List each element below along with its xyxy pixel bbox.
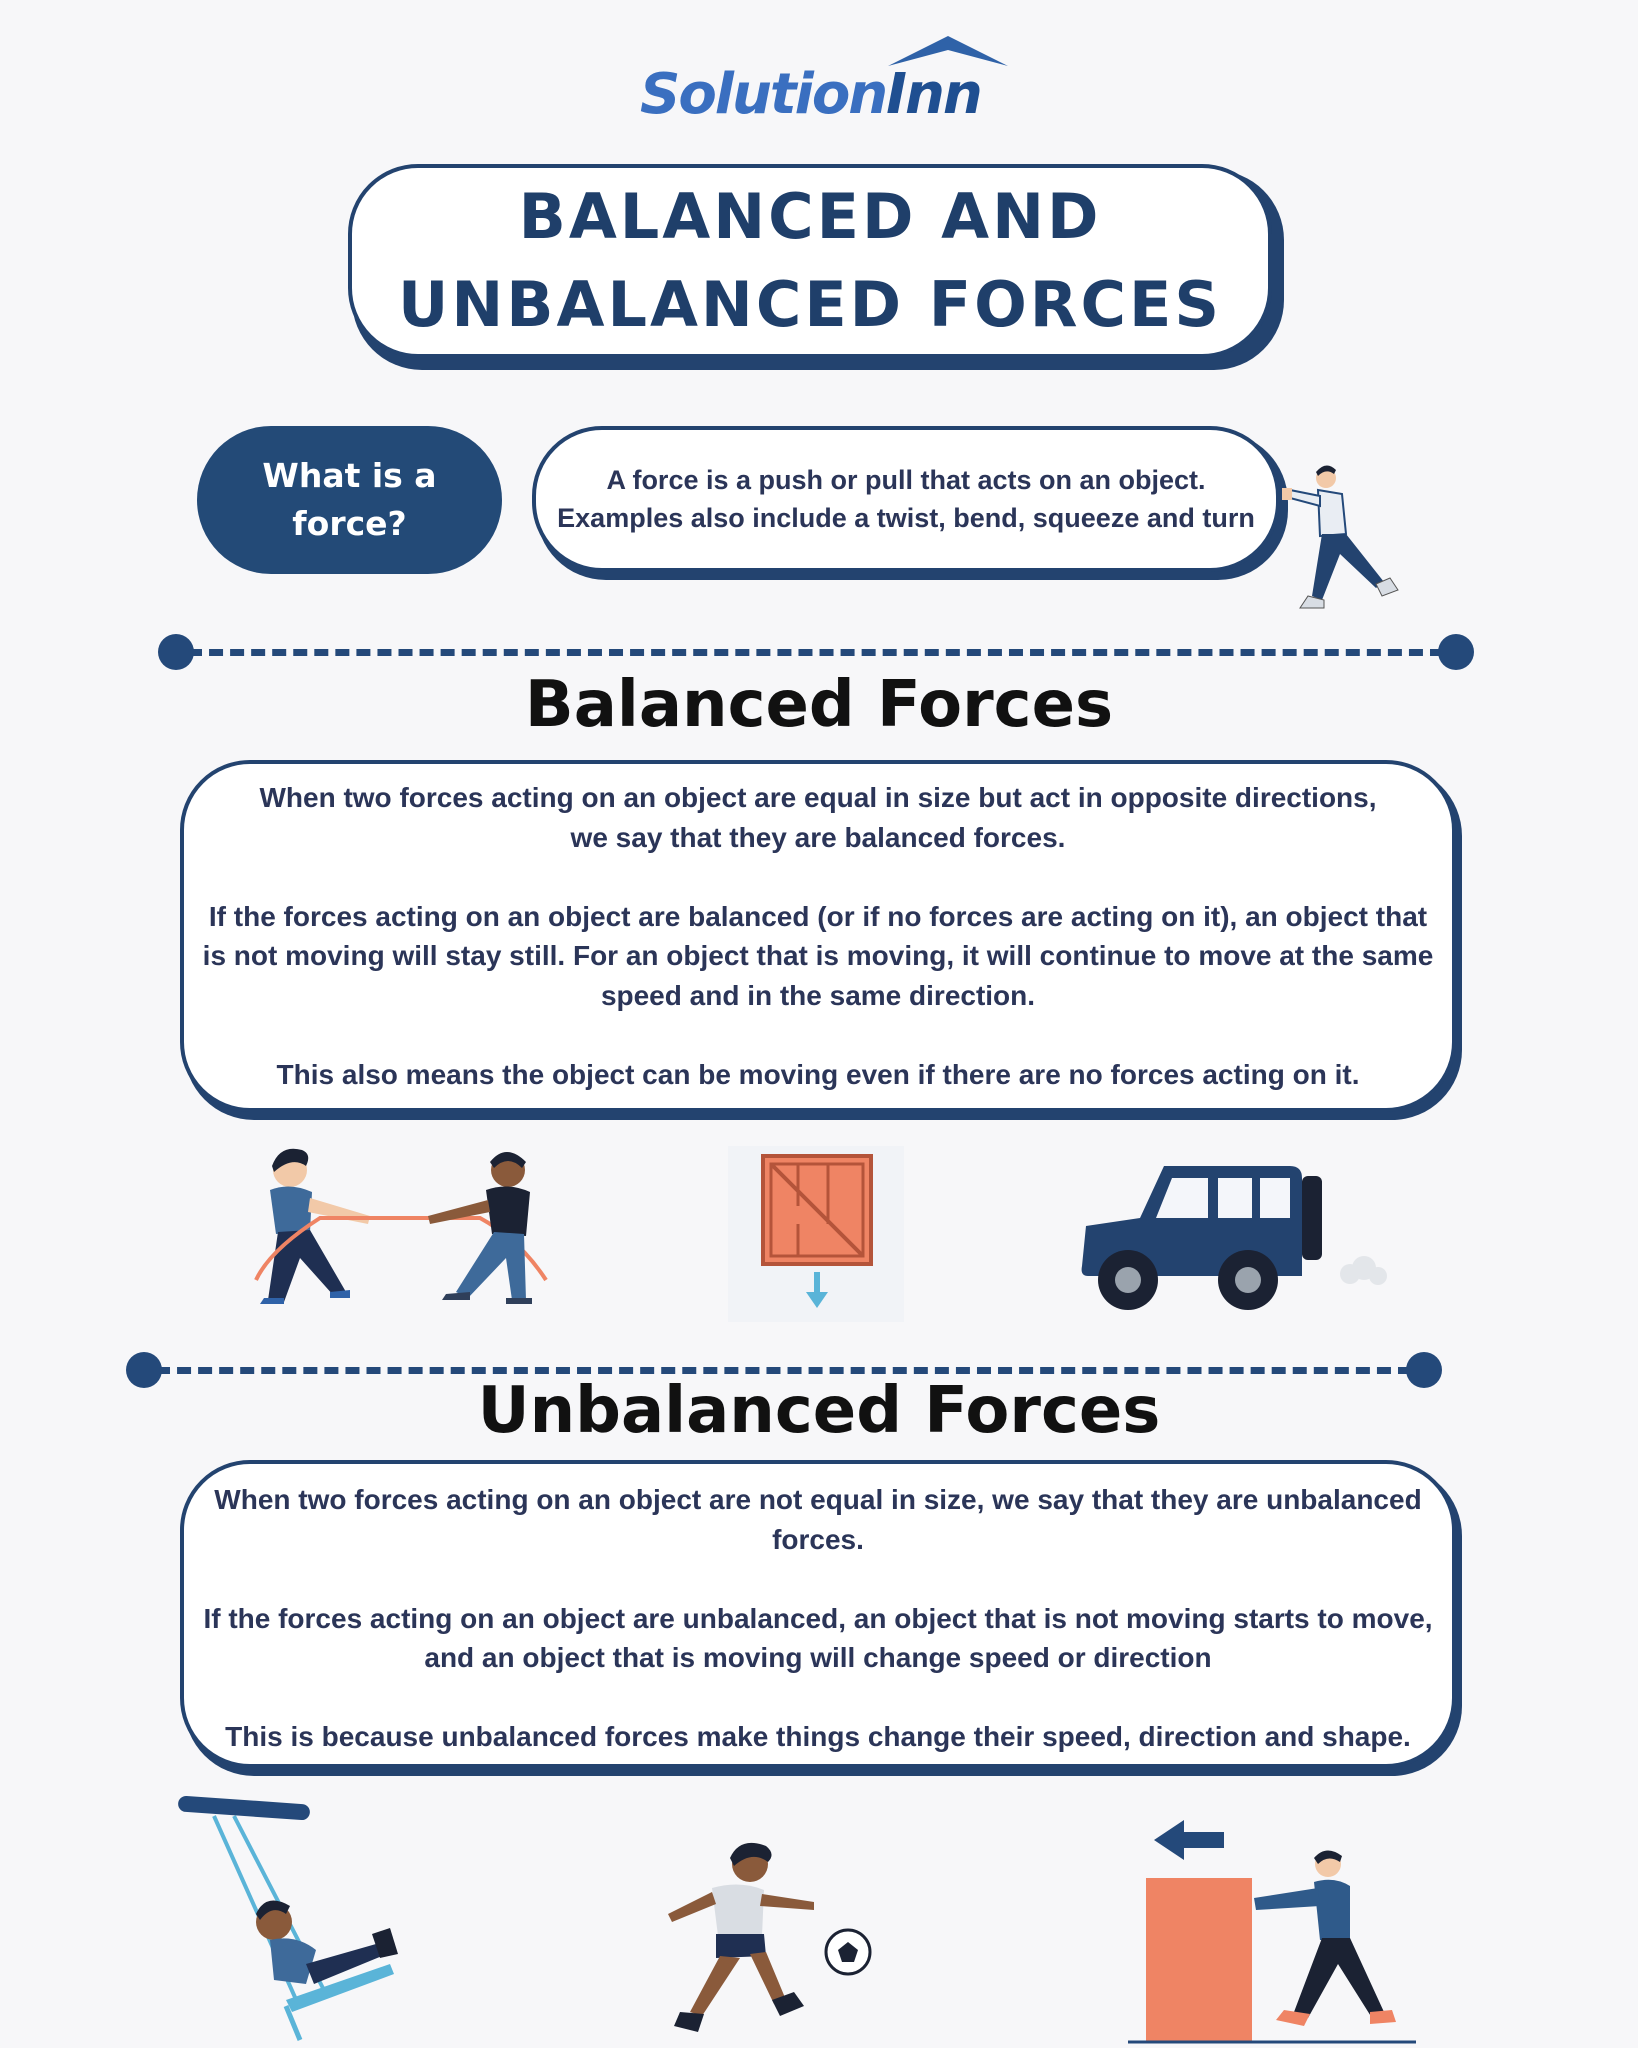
dashed-divider — [126, 1352, 1442, 1388]
box-pushing-man-icon — [1128, 1820, 1416, 2044]
pushing-man-icon — [1282, 465, 1399, 609]
unbalanced-para1-line1: When two forces acting on an object are … — [214, 1484, 1422, 1515]
balanced-para1-line1: When two forces acting on an object are … — [259, 782, 1377, 813]
title-line-2: UNBALANCED FORCES — [397, 268, 1223, 341]
football-player-icon — [668, 1842, 872, 2032]
balanced-para3-line1: This also means the object can be moving… — [276, 1058, 1360, 1090]
dashed-divider — [158, 634, 1474, 670]
unbalanced-info-box: When two forces acting on an object are … — [180, 1460, 1456, 1768]
question-line-1: What is a — [262, 456, 437, 495]
jeep-icon — [1081, 1166, 1387, 1310]
balanced-para2-line1: If the forces acting on an object are ba… — [208, 900, 1428, 932]
falling-crate-icon — [728, 1146, 904, 1322]
swing-child-icon — [178, 1795, 398, 2041]
definition-box: A force is a push or pull that acts on a… — [532, 426, 1280, 572]
question-line-2: force? — [292, 504, 407, 543]
definition-line-1: A force is a push or pull that acts on a… — [606, 465, 1206, 495]
roof-icon — [888, 36, 1008, 66]
unbalanced-para2-line1: If the forces acting on an object are un… — [203, 1602, 1433, 1634]
force-question-pill: What is a force? — [197, 426, 502, 574]
balanced-para2-line2: is not moving will stay still. For an ob… — [202, 940, 1434, 971]
unbalanced-para1-line2: forces. — [772, 1523, 864, 1555]
balanced-info-box: When two forces acting on an object are … — [180, 760, 1456, 1112]
title-box: BALANCED AND UNBALANCED FORCES — [348, 164, 1272, 358]
unbalanced-heading: Unbalanced Forces — [477, 1374, 1161, 1448]
tug-of-war-icon — [254, 1148, 548, 1304]
title-line-1: BALANCED AND — [518, 180, 1102, 253]
unbalanced-para3-line1: This is because unbalanced forces make t… — [225, 1721, 1411, 1752]
definition-line-2: Examples also include a twist, bend, squ… — [557, 503, 1255, 533]
balanced-para1-line2: we say that they are balanced forces. — [570, 821, 1066, 853]
balanced-para2-line3: speed and in the same direction. — [600, 979, 1036, 1011]
brand-name: SolutionInn — [640, 62, 983, 127]
balanced-heading: Balanced Forces — [524, 668, 1114, 742]
unbalanced-para2-line2: and an object that is moving will change… — [424, 1642, 1212, 1673]
brand-logo: SolutionInn — [640, 32, 1010, 132]
